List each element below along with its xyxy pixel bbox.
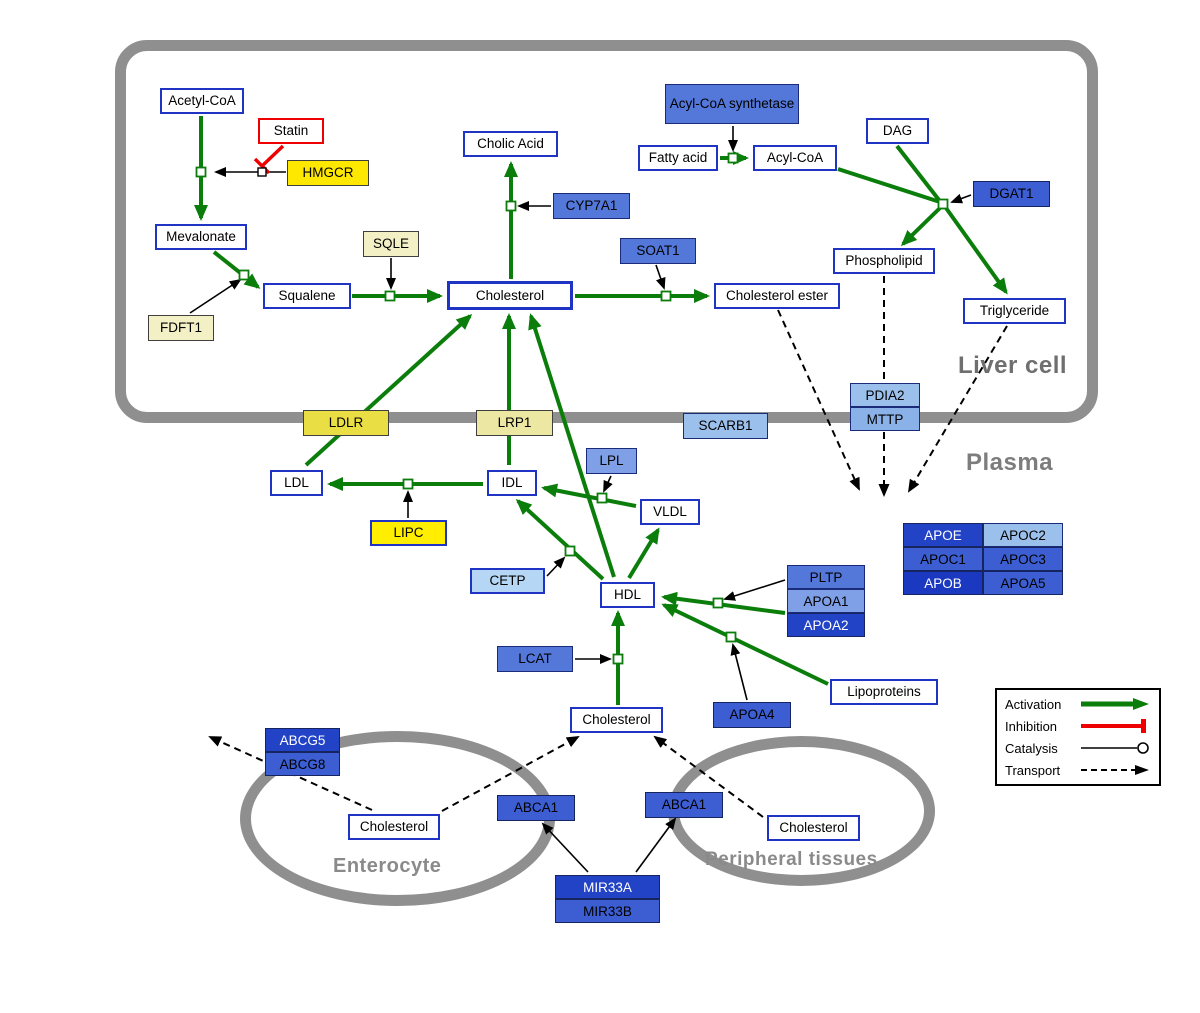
node-statin[interactable]: Statin bbox=[258, 118, 324, 144]
node-acetyl-coa[interactable]: Acetyl-CoA bbox=[160, 88, 244, 114]
node-lipc[interactable]: LIPC bbox=[370, 520, 447, 546]
node-apoe[interactable]: APOE bbox=[903, 523, 983, 547]
node-apoa5[interactable]: APOA5 bbox=[983, 571, 1063, 595]
node-abca1-enterocyte[interactable]: ABCA1 bbox=[497, 795, 575, 821]
legend-activation-label: Activation bbox=[1005, 696, 1062, 712]
node-mevalonate[interactable]: Mevalonate bbox=[155, 224, 247, 250]
node-cholic-acid[interactable]: Cholic Acid bbox=[463, 131, 558, 157]
node-phospholipid[interactable]: Phospholipid bbox=[833, 248, 935, 274]
node-cholesterol-plasma[interactable]: Cholesterol bbox=[570, 707, 663, 733]
node-apoa2[interactable]: APOA2 bbox=[787, 613, 865, 637]
node-abcg8[interactable]: ABCG8 bbox=[265, 752, 340, 776]
node-cetp[interactable]: CETP bbox=[470, 568, 545, 594]
liver-cell-label: Liver cell bbox=[958, 352, 1068, 379]
node-hdl[interactable]: HDL bbox=[600, 582, 655, 608]
node-vldl[interactable]: VLDL bbox=[640, 499, 700, 525]
legend-activation-row: Activation bbox=[1005, 696, 1151, 712]
node-mir33b[interactable]: MIR33B bbox=[555, 899, 660, 923]
node-abcg5[interactable]: ABCG5 bbox=[265, 728, 340, 752]
enterocyte-label: Enterocyte bbox=[333, 855, 442, 877]
node-dag[interactable]: DAG bbox=[866, 118, 929, 144]
stack-abcg5-abcg8: ABCG5 ABCG8 bbox=[265, 728, 340, 776]
node-pltp[interactable]: PLTP bbox=[787, 565, 865, 589]
liver-cell-membrane bbox=[115, 40, 1098, 423]
node-idl[interactable]: IDL bbox=[487, 470, 537, 496]
legend: Activation Inhibition Catalysis Transpor… bbox=[995, 688, 1161, 786]
apolipoprotein-grid: APOE APOC2 APOC1 APOC3 APOB APOA5 bbox=[903, 523, 1063, 595]
node-apoc3[interactable]: APOC3 bbox=[983, 547, 1063, 571]
node-squalene[interactable]: Squalene bbox=[263, 283, 351, 309]
node-abca1-peripheral[interactable]: ABCA1 bbox=[645, 792, 723, 818]
node-fdft1[interactable]: FDFT1 bbox=[148, 315, 214, 341]
node-cholesterol-enterocyte[interactable]: Cholesterol bbox=[348, 814, 440, 840]
inhibition-tbar-glyph bbox=[1081, 719, 1146, 733]
node-soat1[interactable]: SOAT1 bbox=[620, 238, 696, 264]
legend-transport-label: Transport bbox=[1005, 762, 1061, 778]
node-dgat1[interactable]: DGAT1 bbox=[973, 181, 1050, 207]
node-apoa1[interactable]: APOA1 bbox=[787, 589, 865, 613]
node-mir33a[interactable]: MIR33A bbox=[555, 875, 660, 899]
stack-pltp-apoa1-apoa2: PLTP APOA1 APOA2 bbox=[787, 565, 865, 637]
node-ldl[interactable]: LDL bbox=[270, 470, 323, 496]
node-cholesterol-ester[interactable]: Cholesterol ester bbox=[714, 283, 840, 309]
node-pdia2[interactable]: PDIA2 bbox=[850, 383, 920, 407]
node-acyl-coa-synthetase[interactable]: Acyl-CoA synthetase bbox=[665, 84, 799, 124]
node-lcat[interactable]: LCAT bbox=[497, 646, 573, 672]
node-cholesterol-liver[interactable]: Cholesterol bbox=[447, 281, 573, 310]
transport-dashed-arrow-glyph bbox=[1081, 765, 1149, 775]
plasma-label: Plasma bbox=[966, 449, 1054, 476]
node-cholesterol-peripheral[interactable]: Cholesterol bbox=[767, 815, 860, 841]
node-lpl[interactable]: LPL bbox=[586, 448, 637, 474]
stack-mir33: MIR33A MIR33B bbox=[555, 875, 660, 923]
legend-catalysis-row: Catalysis bbox=[1005, 740, 1151, 756]
stack-pdia2-mttp: PDIA2 MTTP bbox=[850, 383, 920, 431]
catalysis-circle-glyph bbox=[1081, 742, 1149, 754]
legend-transport-row: Transport bbox=[1005, 762, 1151, 778]
node-ldlr[interactable]: LDLR bbox=[303, 410, 389, 436]
node-acyl-coa[interactable]: Acyl-CoA bbox=[753, 145, 837, 171]
node-lipoproteins[interactable]: Lipoproteins bbox=[830, 679, 938, 705]
node-lrp1[interactable]: LRP1 bbox=[476, 410, 553, 436]
node-fatty-acid[interactable]: Fatty acid bbox=[638, 145, 718, 171]
node-mttp[interactable]: MTTP bbox=[850, 407, 920, 431]
node-cyp7a1[interactable]: CYP7A1 bbox=[553, 193, 630, 219]
node-hmgcr[interactable]: HMGCR bbox=[287, 160, 369, 186]
node-apoc2[interactable]: APOC2 bbox=[983, 523, 1063, 547]
node-apob[interactable]: APOB bbox=[903, 571, 983, 595]
node-sqle[interactable]: SQLE bbox=[363, 231, 419, 257]
legend-inhibition-row: Inhibition bbox=[1005, 718, 1151, 734]
peripheral-tissues-label: Peripheral tissues bbox=[705, 849, 878, 870]
legend-inhibition-label: Inhibition bbox=[1005, 718, 1058, 734]
node-apoc1[interactable]: APOC1 bbox=[903, 547, 983, 571]
node-apoa4[interactable]: APOA4 bbox=[713, 702, 791, 728]
legend-catalysis-label: Catalysis bbox=[1005, 740, 1058, 756]
node-scarb1[interactable]: SCARB1 bbox=[683, 413, 768, 439]
node-triglyceride[interactable]: Triglyceride bbox=[963, 298, 1066, 324]
activation-arrow-glyph bbox=[1081, 698, 1149, 710]
